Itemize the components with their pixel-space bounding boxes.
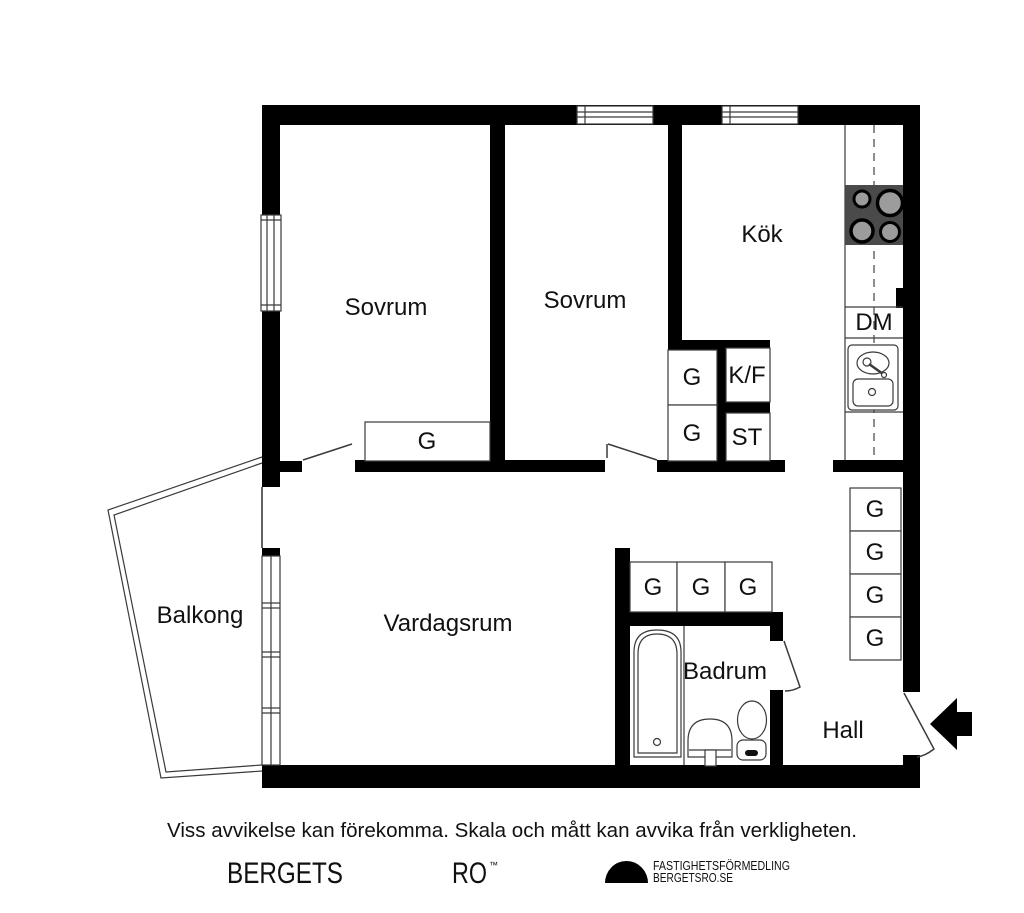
label-wardrobe-hall-2: G <box>866 539 885 566</box>
wall-bed-bottom-stub <box>280 461 302 472</box>
bathroom-sink-icon <box>687 718 733 767</box>
door-entrance-leaf <box>903 692 935 758</box>
wall-bath-top <box>615 612 783 626</box>
agency-dome-logo-icon <box>605 861 648 883</box>
door-bathroom-leaf <box>783 640 801 692</box>
wardrobe-box-bath-2 <box>676 561 726 613</box>
window-top-1 <box>576 105 654 125</box>
label-wardrobe-hall-4: G <box>866 625 885 652</box>
wardrobe-box-hall-2 <box>849 530 902 575</box>
wall-bottom <box>262 765 920 788</box>
windows <box>260 105 799 766</box>
door-bedroom2-leaf <box>607 443 658 461</box>
window-top-2 <box>721 105 799 125</box>
labels: Sovrum Sovrum Kök Vardagsrum Balkong Bad… <box>157 221 893 744</box>
wall-bath-right-upper <box>770 626 783 641</box>
label-storage: ST <box>732 424 763 451</box>
rooms <box>110 125 903 773</box>
label-bedroom1: Sovrum <box>345 294 428 321</box>
wall-bath-left <box>615 548 630 765</box>
wall-closet-top <box>668 340 770 350</box>
wall-right-lower <box>903 755 920 788</box>
doors <box>302 443 935 758</box>
label-bedroom2: Sovrum <box>544 287 627 314</box>
window-bedroom-left <box>260 214 282 312</box>
wall-kitchen-bottom <box>833 460 903 472</box>
wardrobe-box-bath-3 <box>724 561 773 613</box>
label-wardrobe-bath-1: G <box>644 574 663 601</box>
walls <box>262 105 920 788</box>
toilet-icon <box>736 700 768 761</box>
wall-bedroom-divider <box>490 125 505 472</box>
label-balcony: Balkong <box>157 602 244 629</box>
brand-trademark: ™ <box>489 860 498 870</box>
wardrobe-box-hall-4 <box>849 616 902 661</box>
window-living-strip <box>261 555 281 766</box>
footer: Viss avvikelse kan förekomma. Skala och … <box>167 820 857 890</box>
wardrobe-box-mid-bottom <box>667 404 718 462</box>
agency-url: BERGETSRO.SE <box>653 871 733 885</box>
fridge-freezer-box <box>725 347 771 403</box>
wall-bath-right-lower <box>770 690 783 765</box>
bathroom-fixtures <box>633 626 768 767</box>
wardrobe-box-bedroom1 <box>364 421 491 462</box>
kitchen-counter <box>844 125 905 460</box>
label-dishwasher: DM <box>855 309 892 336</box>
label-wardrobe-hall-3: G <box>866 582 885 609</box>
label-wardrobe-mid-top: G <box>683 364 702 391</box>
label-wardrobe-bath-3: G <box>739 574 758 601</box>
wall-bedroom2-kitchen <box>668 125 682 348</box>
kitchen-sink-icon <box>847 344 899 411</box>
label-wardrobe-bath-2: G <box>692 574 711 601</box>
bathtub-icon <box>633 629 682 758</box>
wall-right-notch <box>896 288 904 308</box>
closets <box>364 347 902 661</box>
label-wardrobe-bedroom1: G <box>418 428 437 455</box>
balcony-outline <box>107 456 263 779</box>
door-bedroom1-leaf <box>302 443 353 461</box>
wall-left-mid <box>262 311 280 487</box>
wardrobe-box-mid-top <box>667 349 718 406</box>
label-kitchen: Kök <box>741 221 783 248</box>
label-fridge-freezer: K/F <box>728 362 765 389</box>
brand-word-left: BERGETS <box>227 857 343 890</box>
wall-closet-mid <box>717 348 726 461</box>
wall-bed-bottom-2 <box>657 460 785 472</box>
wall-kf-st-divider <box>726 402 770 413</box>
label-hall: Hall <box>822 717 863 744</box>
stove-icon <box>845 185 905 245</box>
disclaimer-text: Viss avvikelse kan förekomma. Skala och … <box>167 820 857 842</box>
room-bedroom-1 <box>280 125 490 460</box>
brand-word-right: RO <box>452 857 487 890</box>
wardrobe-box-hall-1 <box>849 487 902 532</box>
label-wardrobe-mid-bottom: G <box>683 420 702 447</box>
wardrobe-box-hall-3 <box>849 573 902 618</box>
wall-left-cap <box>262 548 280 556</box>
agency-name: FASTIGHETSFÖRMEDLING <box>653 859 790 873</box>
wall-bed-bottom-1 <box>355 460 605 472</box>
wall-right <box>903 125 920 692</box>
storage-box <box>725 412 771 462</box>
label-living: Vardagsrum <box>384 610 513 637</box>
label-wardrobe-hall-1: G <box>866 496 885 523</box>
wall-left-upper <box>262 125 280 215</box>
entrance-arrow-icon <box>930 698 972 750</box>
label-bathroom: Badrum <box>683 658 767 685</box>
